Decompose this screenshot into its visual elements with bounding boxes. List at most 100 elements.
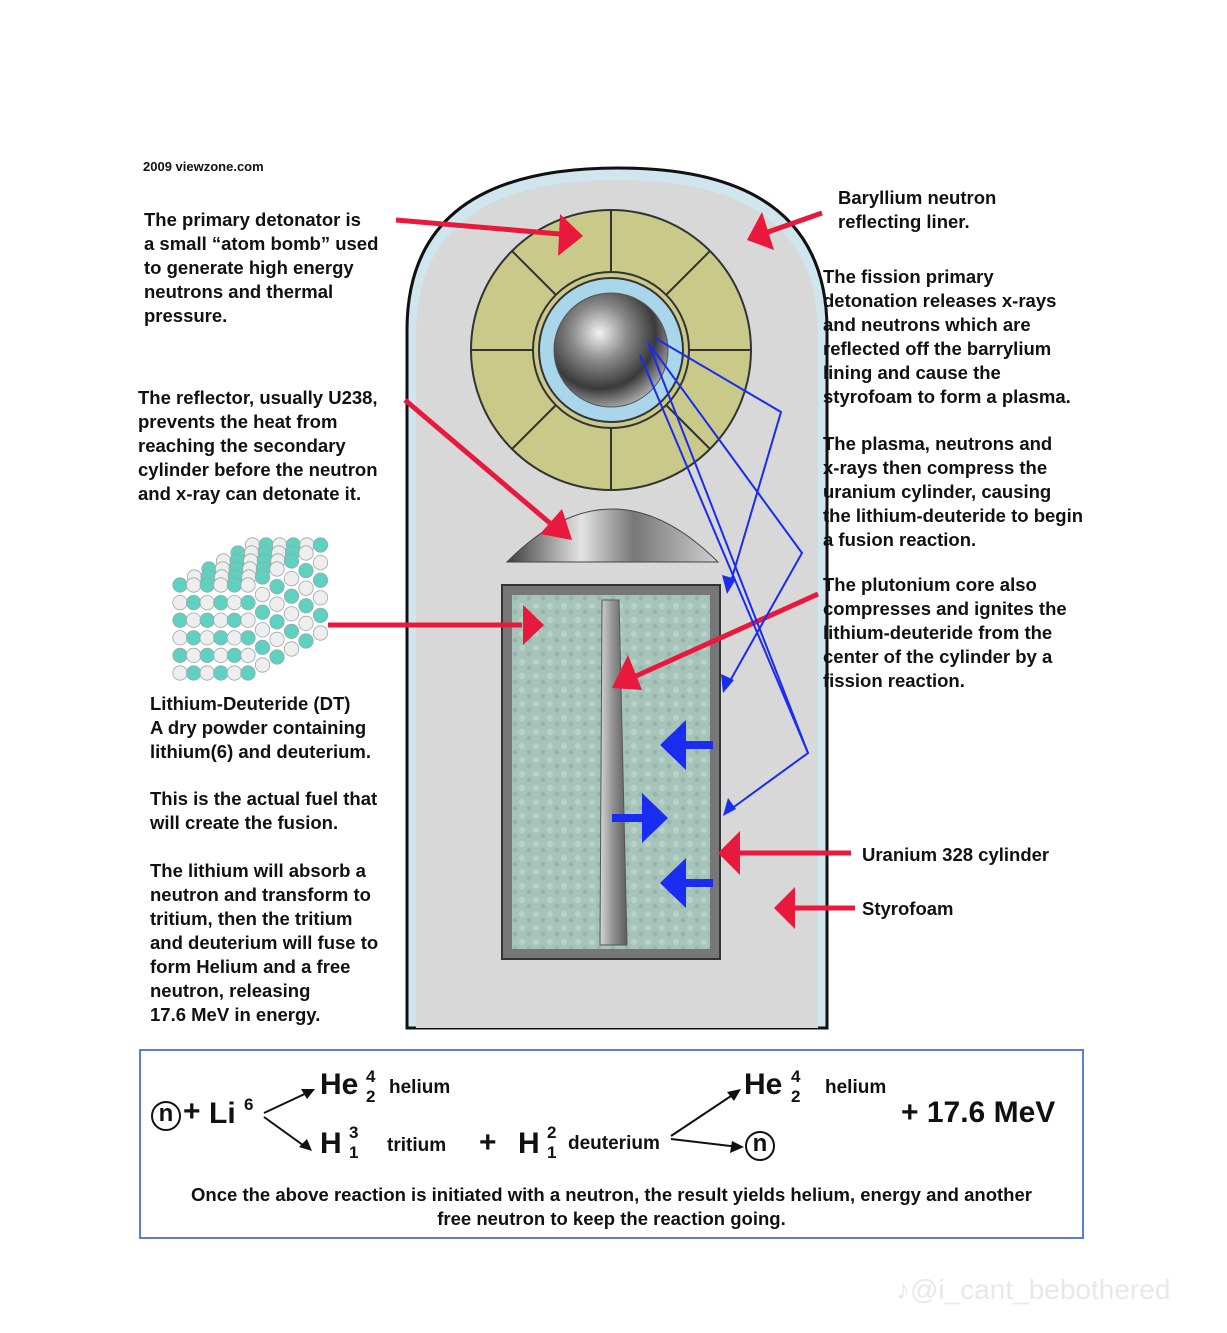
lattice-atom xyxy=(312,590,329,606)
arrow-core-head xyxy=(612,655,642,690)
lattice-atom xyxy=(213,630,229,646)
lattice-atom xyxy=(298,562,314,579)
lattice-atom xyxy=(269,578,285,595)
lattice-atom xyxy=(254,622,271,638)
lattice-atom xyxy=(283,641,300,657)
lattice-atom xyxy=(172,612,188,628)
lattice-atom xyxy=(240,612,256,628)
lattice-atom xyxy=(254,586,271,603)
lattice-atom xyxy=(312,607,329,624)
lattice-atom xyxy=(172,647,188,664)
lattice-atom xyxy=(298,615,314,632)
arrow-primary-head xyxy=(558,214,583,256)
uranium-cylinder-label: Uranium 328 cylinder xyxy=(862,844,1050,865)
primary-detonator xyxy=(470,209,752,491)
lattice-atom xyxy=(226,577,242,593)
neutron-symbol-1: n xyxy=(151,1101,181,1131)
helium-z-2: 2 xyxy=(791,1087,801,1106)
lattice-atom xyxy=(269,561,285,577)
deuterium-word: deuterium xyxy=(568,1133,660,1154)
helium-mass-1: 4 xyxy=(366,1067,376,1086)
lattice-atom xyxy=(186,647,202,664)
arrow-primary xyxy=(395,217,561,237)
lithium-mass: 6 xyxy=(244,1095,254,1114)
arrow-liner-head xyxy=(747,212,774,250)
arrow-reflector-head xyxy=(540,509,572,540)
lattice-atom xyxy=(269,631,285,648)
styrofoam-label: Styrofoam xyxy=(862,898,954,919)
lattice-atom xyxy=(199,630,215,646)
red-arrows xyxy=(328,210,855,929)
lattice-atom xyxy=(226,594,242,611)
lithium-symbol: Li xyxy=(209,1097,236,1130)
helium-word-2: helium xyxy=(825,1077,887,1098)
lattice-atom xyxy=(283,623,300,640)
lattice-atom xyxy=(186,577,202,593)
lattice-atom xyxy=(283,588,300,604)
arrow-fuel-head xyxy=(523,605,544,645)
lattice-atom xyxy=(199,647,215,664)
lattice-atom xyxy=(226,612,242,628)
lattice-atom xyxy=(213,577,229,593)
lattice-atom xyxy=(199,665,215,681)
arrow-liner xyxy=(767,210,823,235)
plus-sign-1: + xyxy=(183,1095,201,1128)
equation-footer: Once the above reaction is initiated wit… xyxy=(191,1184,1032,1229)
lattice-atom xyxy=(312,625,329,641)
arrow-styrofoam-head xyxy=(774,887,795,929)
tritium-symbol: H xyxy=(320,1127,342,1160)
tritium-word: tritium xyxy=(387,1135,447,1156)
lattice-atom xyxy=(298,545,314,561)
watermark: ♪@i_cant_bebothered xyxy=(896,1274,1171,1305)
lithium-deuteride-label: Lithium-Deuteride (DT) A dry powder cont… xyxy=(150,693,371,762)
lattice-atom xyxy=(199,594,215,611)
plus-sign-2: + xyxy=(479,1126,497,1159)
arrow-core xyxy=(634,591,820,679)
lattice-atom xyxy=(283,570,300,587)
arrow-reflector xyxy=(403,398,553,526)
lattice-atom xyxy=(269,596,285,612)
lattice-atom xyxy=(213,665,229,681)
lattice-atom xyxy=(186,594,202,611)
deuterium-symbol: H xyxy=(518,1127,540,1160)
neutron-symbol-2: n xyxy=(745,1131,775,1161)
lattice-atom xyxy=(240,594,256,611)
actual-fuel-label: This is the actual fuel that will create… xyxy=(150,788,378,833)
helium-mass-2: 4 xyxy=(791,1067,801,1086)
fission-primary-label: The fission primary detonation releases … xyxy=(823,266,1071,407)
lattice-atom xyxy=(283,553,300,569)
lattice-atom xyxy=(240,630,256,646)
lattice-atom xyxy=(298,580,314,596)
lattice-atom xyxy=(240,577,256,593)
deuterium-mass: 2 xyxy=(547,1123,557,1142)
helium-word-1: helium xyxy=(389,1077,451,1098)
lattice-atom xyxy=(172,630,188,646)
lattice-atom xyxy=(199,577,215,593)
lattice-atom xyxy=(226,630,242,646)
lattice-atom xyxy=(186,665,202,681)
helium-symbol-1: He xyxy=(320,1068,359,1101)
lattice-atom xyxy=(254,604,271,620)
lattice-atom xyxy=(172,577,188,593)
tritium-mass: 3 xyxy=(349,1123,359,1142)
lattice-atom xyxy=(312,554,329,571)
lattice-atom xyxy=(172,665,188,681)
tritium-z: 1 xyxy=(349,1143,359,1162)
equation-arrows xyxy=(263,1089,744,1153)
lattice-atom xyxy=(254,569,271,585)
blue-ray-heads xyxy=(721,575,736,816)
lattice-atom xyxy=(254,639,271,656)
beryllium-liner-label: Baryllium neutron reflecting liner. xyxy=(838,187,997,232)
lattice-atom xyxy=(240,665,256,681)
arrow-uranium-head xyxy=(718,831,740,875)
plutonium-core xyxy=(553,292,669,408)
lattice-atom xyxy=(269,614,285,630)
lattice-atom xyxy=(213,594,229,611)
lattice-atom xyxy=(312,572,329,588)
lithium-process-label: The lithium will absorb a neutron and tr… xyxy=(150,860,379,1025)
lattice-atom xyxy=(186,630,202,646)
lattice-atom xyxy=(298,633,314,649)
plutonium-core-label: The plutonium core also compresses and i… xyxy=(823,574,1067,691)
lattice-atom xyxy=(213,612,229,628)
